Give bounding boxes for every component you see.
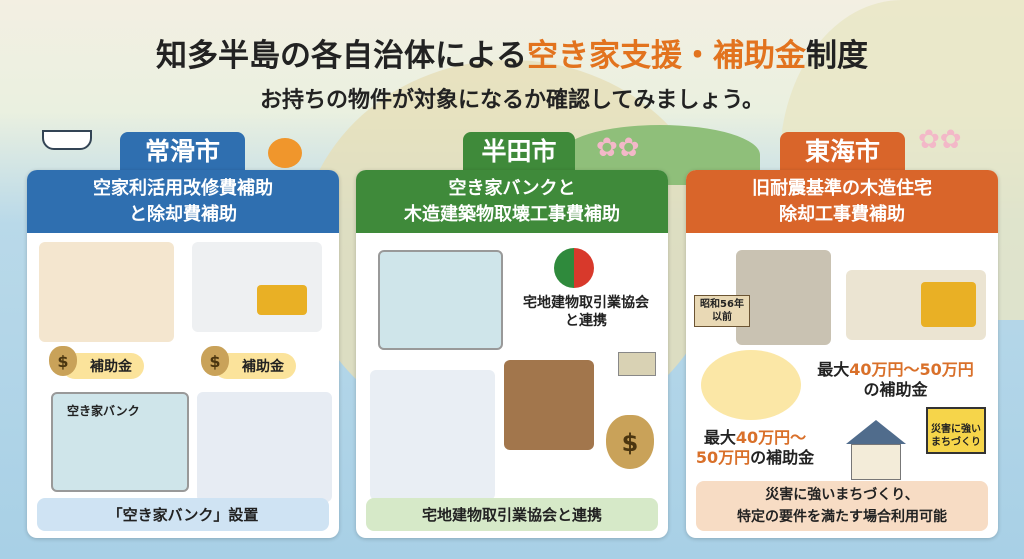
safe-house-icon: [846, 420, 906, 480]
card-tokoname: 空家利活用改修費補助と除却費補助 補助金 $ 補助金 $ 空き家バンク 「空き家…: [27, 170, 339, 538]
card-heading: 空き家バンクと木造建築物取壊工事費補助: [356, 170, 668, 233]
japan-map-illustration: [378, 250, 503, 350]
city-tab-tokai: 東海市: [780, 132, 905, 172]
mandarin-orange-icon: [268, 138, 302, 168]
agents-illustration: [370, 370, 495, 500]
page-title: 知多半島の各自治体による空き家支援・補助金制度: [155, 38, 869, 74]
wooden-house-illustration: [504, 360, 594, 450]
map-label: 空き家バンク: [67, 404, 140, 418]
subsidy-amount-a: 最大40万円～50万円の補助金: [817, 360, 974, 399]
japan-map-illustration: [51, 392, 189, 492]
card-tokai: 旧耐震基準の木造住宅除却工事費補助 昭和56年以前 最大40万円～50万円の補助…: [686, 170, 998, 538]
consultation-illustration: [197, 392, 332, 502]
ship-icon: [42, 130, 92, 150]
subsidy-amount-b: 最大40万円～50万円の補助金: [695, 428, 815, 467]
card-heading: 旧耐震基準の木造住宅除却工事費補助: [686, 170, 998, 233]
bulldozer-icon: [921, 282, 976, 327]
partner-text: 宅地建物取引業協会と連携: [523, 295, 649, 329]
card-heading: 空家利活用改修費補助と除却費補助: [27, 170, 339, 233]
card-handa: 空き家バンクと木造建築物取壊工事費補助 宅地建物取引業協会と連携 $ 宅地建物取…: [356, 170, 668, 538]
money-bag-icon: $: [201, 346, 229, 376]
card-footer: 「空き家バンク」設置: [37, 498, 329, 531]
old-house-illustration: [736, 250, 831, 345]
city-tab-tokoname: 常滑市: [120, 132, 245, 172]
renovation-illustration: [39, 242, 174, 342]
card-footer: 災害に強いまちづくり、特定の要件を満たす場合利用可能: [696, 481, 988, 531]
year-sign: 昭和56年以前: [694, 295, 750, 327]
association-logo: [554, 248, 594, 288]
cherry-blossom-icon: ✿✿: [596, 133, 640, 163]
disaster-resilient-sign: 災害に強いまちづくり: [926, 407, 986, 454]
money-bag-icon: $: [606, 415, 654, 469]
cash-coins-icon: [701, 350, 801, 420]
card-footer: 宅地建物取引業協会と連携: [366, 498, 658, 531]
city-tab-handa: 半田市: [463, 132, 575, 172]
money-bag-icon: $: [49, 346, 77, 376]
cherry-blossom-icon: ✿✿: [918, 125, 962, 155]
excavator-icon: [257, 285, 307, 315]
cash-icon: [618, 352, 656, 376]
page-subtitle: お持ちの物件が対象になるか確認してみましょう。: [259, 88, 765, 113]
